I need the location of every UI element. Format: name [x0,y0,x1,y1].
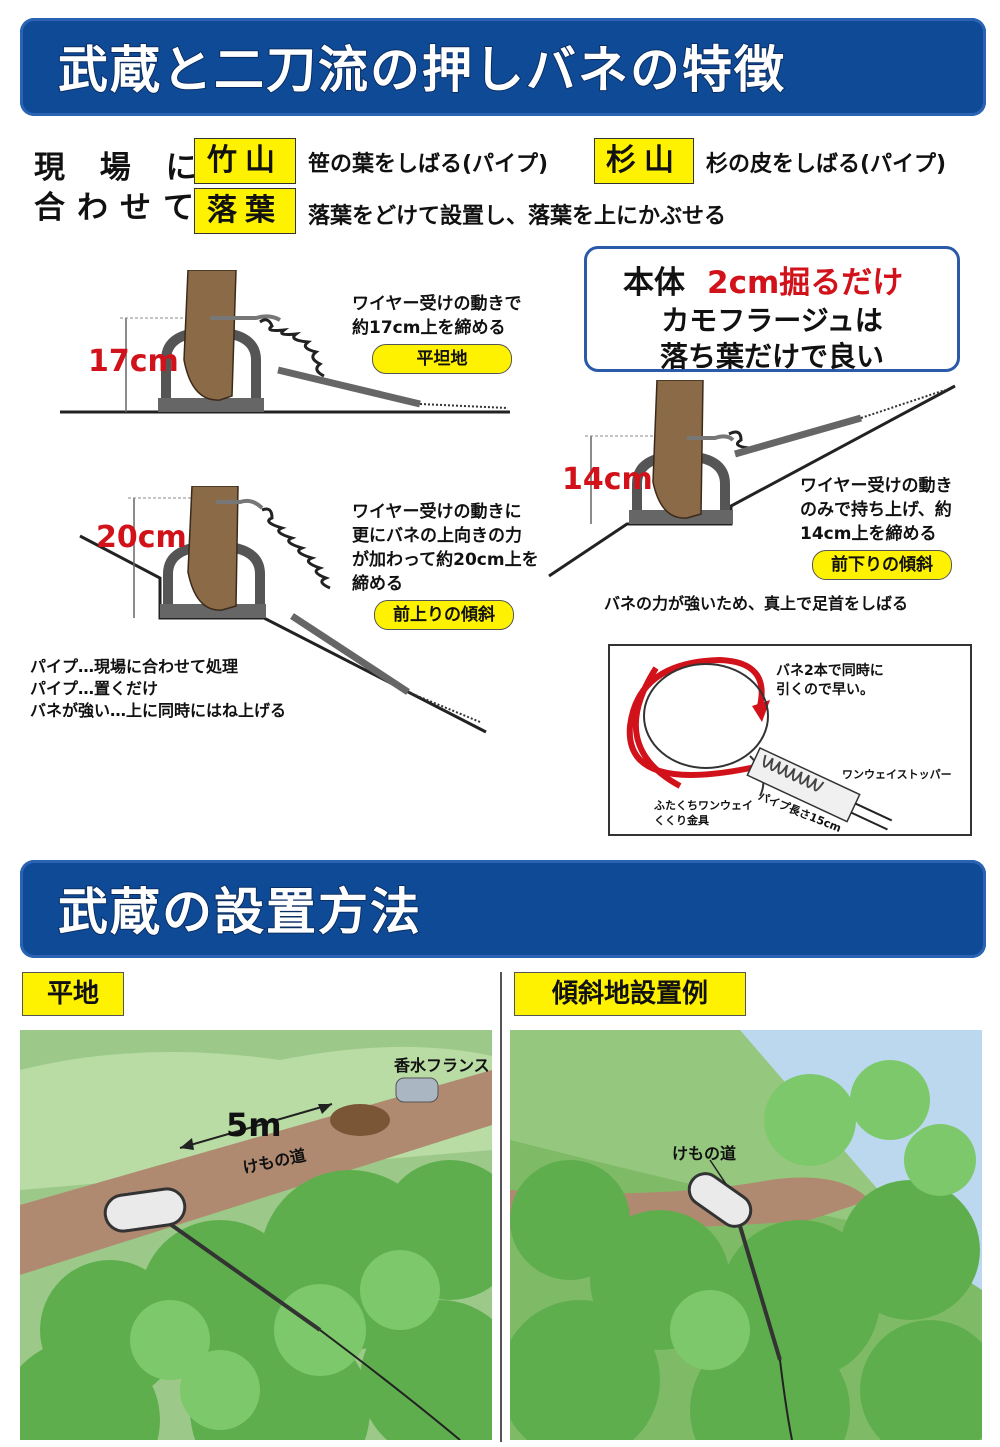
slope-scene-illustration [510,1030,982,1440]
note-line3: バネが強い…上に同時にはね上げる [30,701,287,720]
flat-scene-illustration [20,1030,492,1440]
caption-flat-line1: ワイヤー受けの動きで [352,294,522,314]
tag-cedar: 杉山 [594,138,694,184]
diagram-flat-ground [60,270,510,414]
spring-label-clasp: ふたくちワンウェイ くくり金具 [654,798,753,828]
callout-line2: カモフラージュは [661,304,883,337]
spring-label-1-line1: バネ2本で同時に [776,663,884,679]
label-animal-trail-slope: けもの道 [672,1144,737,1163]
label-slope-example: 傾斜地設置例 [514,972,746,1016]
measure-17cm: 17cm [88,344,179,379]
spring-detail-illustration [626,656,893,831]
match-label: 現 場 に 合わせて [34,148,209,228]
pipe-notes: パイプ…現場に合わせて処理 パイプ…置くだけ バネが強い…上に同時にはね上げる [30,656,286,722]
caption-uphill-line1: ワイヤー受けの動きに [352,502,522,522]
desc-bamboo: 笹の葉をしばる(パイプ) [308,152,549,177]
section-title-install: 武蔵の設置方法 [57,882,422,942]
caption-flat-line2: 約17cm上を締める [352,318,506,338]
caption-uphill-line2: 更にバネの上向きの力 [352,526,522,546]
photo-slope-install: けもの道 [510,1030,982,1440]
caption-downhill-line1: ワイヤー受けの動き [800,476,953,496]
spring-label-1: バネ2本で同時に 引くので早い。 [776,662,884,700]
callout-body-2cm: 本体 2cm掘るだけ カモフラージュは 落ち葉だけで良い [584,246,960,373]
section-title-features: 武蔵と二刀流の押しバネの特徴 [57,40,786,100]
note-line2: パイプ…置くだけ [30,679,159,698]
caption-flat: ワイヤー受けの動きで 約17cm上を締める [352,292,522,340]
badge-downhill: 前下りの傾斜 [812,550,952,580]
match-label-line2: 合わせて [34,190,206,226]
section-divider [500,972,502,1442]
section-banner-features: 武蔵と二刀流の押しバネの特徴 [20,18,986,116]
photo-flat-install: 香水フランス 5m けもの道 [20,1030,492,1440]
badge-uphill: 前上りの傾斜 [374,600,514,630]
label-distance: 5m [226,1106,282,1144]
caption-downhill-line2: のみで持ち上げ、約 [800,500,952,520]
note-downhill: バネの力が強いため、真上で足首をしばる [604,594,909,613]
label-flat-ground: 平地 [22,972,124,1016]
diagram-downhill-slope [548,380,956,578]
caption-downhill: ワイヤー受けの動き のみで持ち上げ、約 14cm上を締める [800,474,953,546]
diagram-uphill-slope [79,486,487,734]
match-label-line1: 現 場 に [34,150,209,186]
caption-uphill-line3: が加わって約20cm上を [352,550,539,570]
spring-detail-box: バネ2本で同時に 引くので早い。 ワンウェイストッパー ふたくちワンウェイ くく… [608,644,972,836]
caption-uphill: ワイヤー受けの動きに 更にバネの上向きの力 が加わって約20cm上を 締める [352,500,539,596]
callout-line1: 本体 2cm掘るだけ [623,257,903,302]
caption-uphill-line4: 締める [352,574,403,594]
caption-downhill-line3: 14cm上を締める [800,524,937,544]
tag-fallen-leaves: 落葉 [194,188,296,234]
measure-14cm: 14cm [562,462,653,497]
measure-20cm: 20cm [96,520,187,555]
desc-fallen-leaves: 落葉をどけて設置し、落葉を上にかぶせる [308,204,727,229]
section-banner-install: 武蔵の設置方法 [20,860,986,958]
callout-line1-a: 本体 [623,265,685,301]
callout-line1-b: 2cm掘るだけ [707,265,904,301]
spring-label-1-line2: 引くので早い。 [776,682,874,698]
note-line1: パイプ…現場に合わせて処理 [30,657,239,676]
callout-line3: 落ち葉だけで良い [659,340,884,373]
spring-label-clasp-line1: ふたくちワンウェイ [654,799,753,812]
spring-label-stopper: ワンウェイストッパー [842,768,952,781]
tag-bamboo: 竹山 [194,138,296,184]
label-perfume: 香水フランス [394,1056,490,1075]
badge-flat: 平坦地 [372,344,512,374]
spring-label-clasp-line2: くくり金具 [654,814,709,827]
desc-cedar: 杉の皮をしばる(パイプ) [706,152,947,177]
